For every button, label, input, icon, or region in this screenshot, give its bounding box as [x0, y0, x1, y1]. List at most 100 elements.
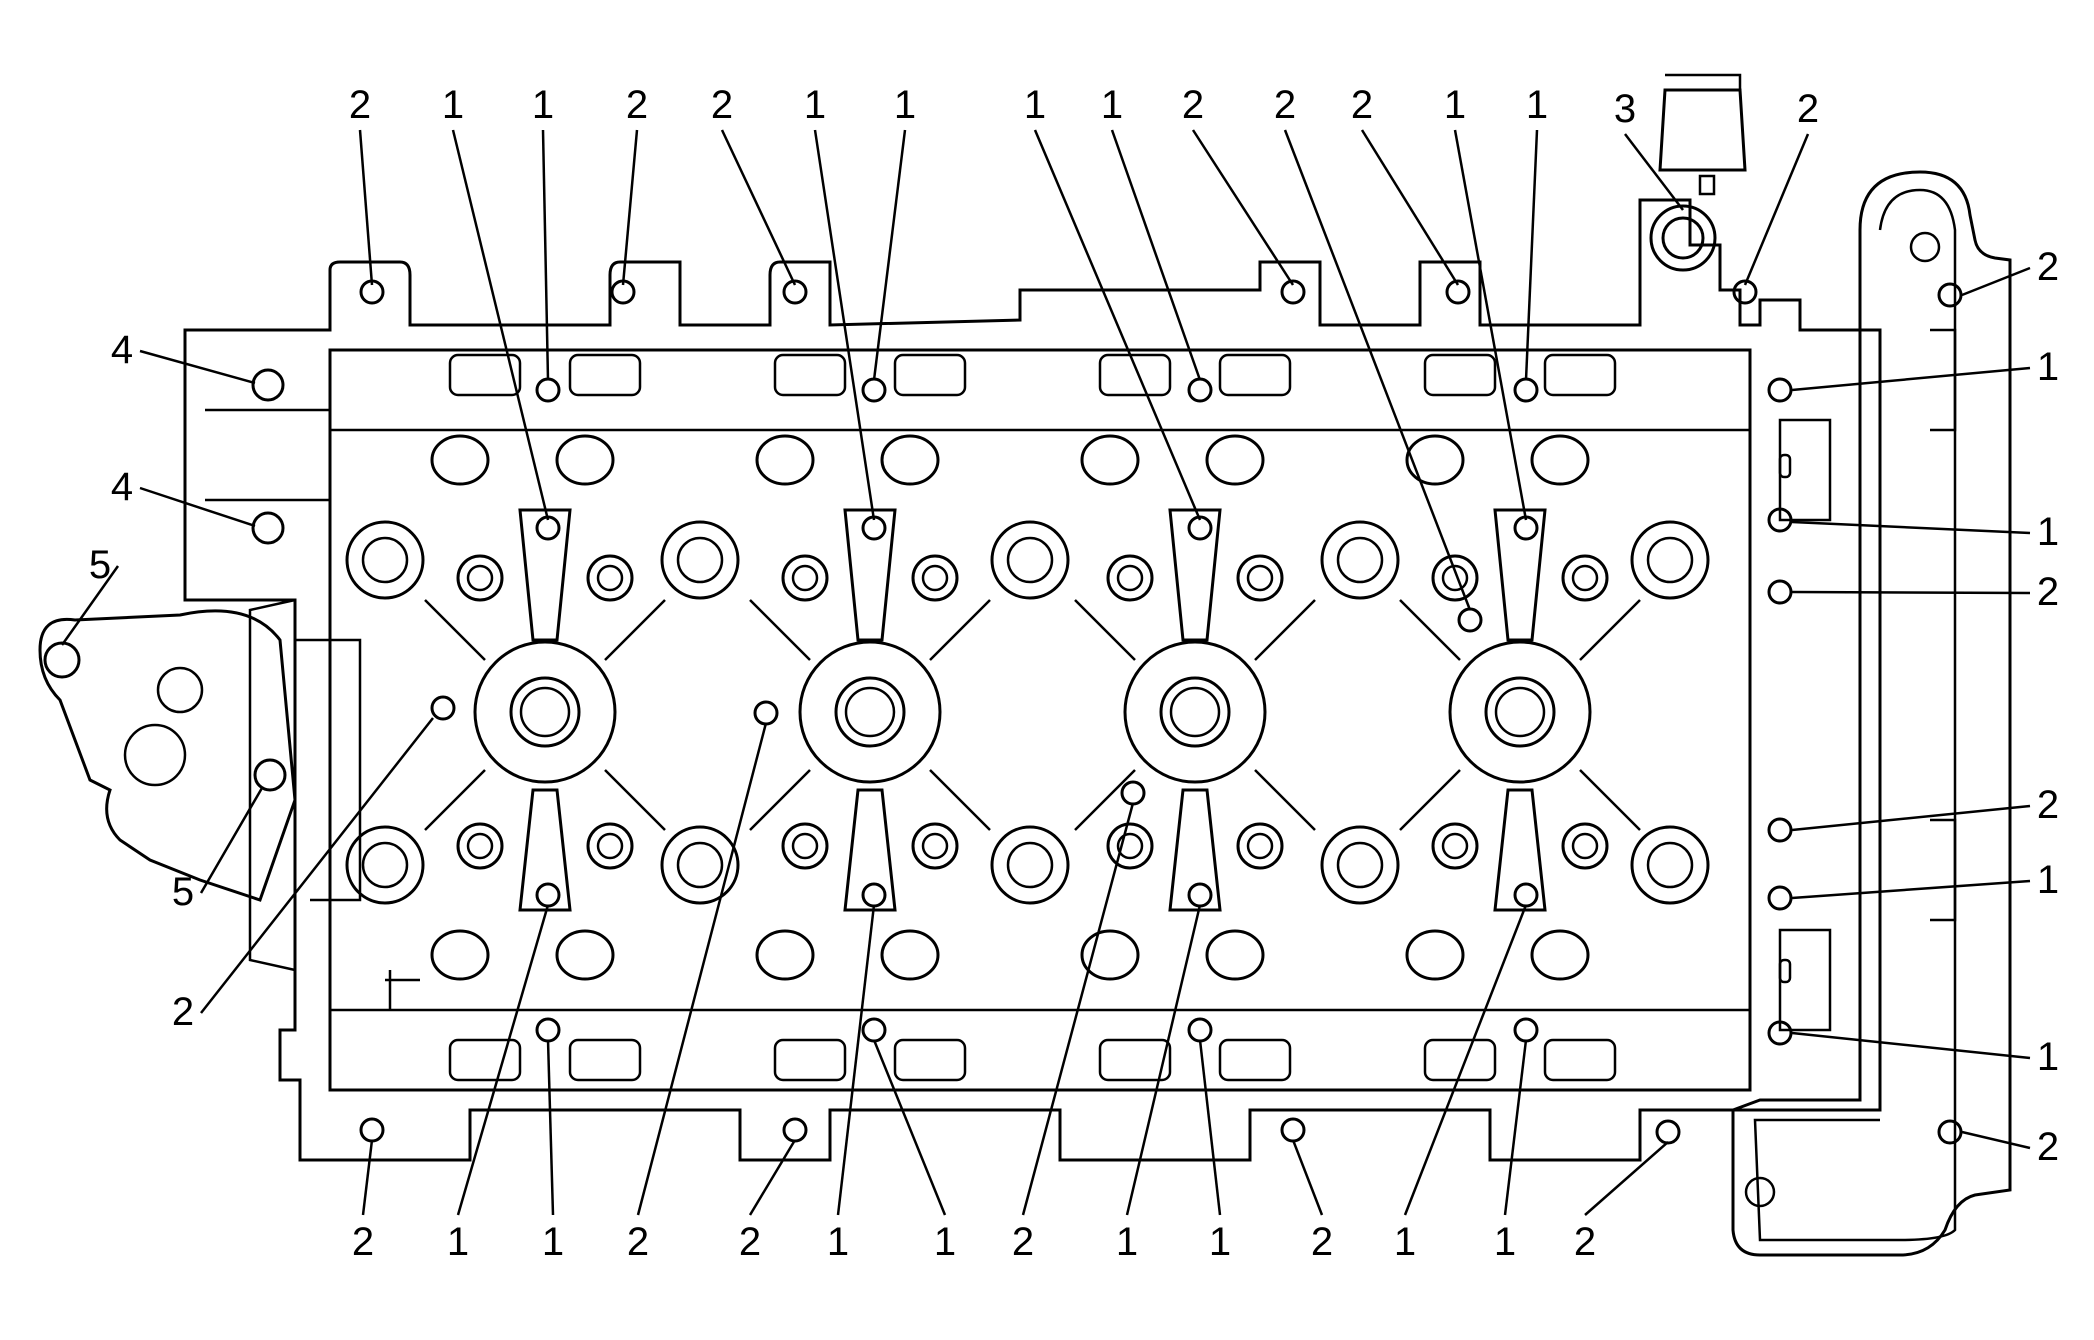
- cover-bolt: [1767, 579, 1793, 605]
- upper-boss: [1405, 434, 1465, 486]
- upper-boss: [755, 434, 815, 486]
- cover-bolt: [1767, 817, 1793, 843]
- valve-stem-upper: [791, 564, 819, 592]
- callout-number: 4: [111, 328, 133, 372]
- valve-spring-lower: [1431, 822, 1479, 870]
- callout-number: 1: [1209, 1220, 1231, 1264]
- spark-plug-tower: [473, 640, 617, 784]
- leader-line: [1453, 129, 1528, 521]
- upper-boss: [1530, 434, 1590, 486]
- valve-spring-lower: [586, 822, 634, 870]
- leader-line: [1791, 366, 2031, 392]
- leader-line: [1110, 129, 1202, 381]
- cam-journal-upper-bore: [1646, 536, 1694, 584]
- upper-boss: [555, 434, 615, 486]
- exhaust-port: [1098, 1038, 1172, 1082]
- spark-plug-bore: [1484, 676, 1556, 748]
- cam-journal-upper: [1630, 520, 1710, 600]
- valve-stem-lower: [1246, 832, 1274, 860]
- leader-line: [1791, 879, 2031, 900]
- lower-boss: [1080, 929, 1140, 981]
- callout-number: 1: [1394, 1220, 1416, 1264]
- callout-number: 1: [894, 83, 916, 127]
- leader-lines: [60, 129, 2031, 1216]
- valve-spring-upper: [1236, 554, 1284, 602]
- callout-number: 2: [1351, 83, 1373, 127]
- upper-boss: [430, 434, 490, 486]
- valve-spring-lower: [1236, 822, 1284, 870]
- callout-number: 2: [2037, 783, 2059, 827]
- spark-plug-bore: [834, 676, 906, 748]
- front-cover-bolt: [1767, 885, 1793, 911]
- leader-line: [813, 129, 876, 521]
- leader-line: [1791, 590, 2031, 595]
- cam-journal-lower-bore: [1336, 841, 1384, 889]
- cam-journal-lower-bore: [361, 841, 409, 889]
- spark-plug-bore-inner: [519, 686, 571, 738]
- tower-arms: [749, 599, 991, 831]
- leader-line: [1503, 1039, 1528, 1216]
- cam-journal-lower-bore: [1006, 841, 1054, 889]
- valve-spring-lower: [1106, 822, 1154, 870]
- valve-stem-upper: [921, 564, 949, 592]
- leader-line: [1961, 1130, 2031, 1150]
- exhaust-port: [1543, 1038, 1617, 1082]
- leader-line: [1198, 1039, 1222, 1216]
- leader-line: [541, 129, 550, 381]
- side-flange: [38, 609, 362, 902]
- cover-bolt: [359, 1117, 385, 1143]
- exhaust-port: [773, 1038, 847, 1082]
- cam-journal-upper: [345, 520, 425, 600]
- spark-plug-bore-inner: [1169, 686, 1221, 738]
- valve-spring-lower: [1561, 822, 1609, 870]
- leader-line: [358, 129, 374, 286]
- valve-stem-lower: [921, 832, 949, 860]
- intake-port: [1218, 353, 1292, 397]
- cam-cap-bolt: [861, 515, 887, 541]
- valve-stem-upper: [1116, 564, 1144, 592]
- leader-line: [1191, 129, 1295, 286]
- callout-number: 2: [1311, 1220, 1333, 1264]
- callout-number: 3: [1614, 87, 1636, 131]
- callout-number: 2: [2037, 570, 2059, 614]
- spark-plug-tower: [1123, 640, 1267, 784]
- intake-port: [448, 353, 522, 397]
- leader-line: [1403, 904, 1528, 1216]
- valve-spring-lower: [456, 822, 504, 870]
- spark-plug-tower: [798, 640, 942, 784]
- cam-cap-bolt: [861, 377, 887, 403]
- cam-journal-upper: [990, 520, 1070, 600]
- valve-spring-lower: [781, 822, 829, 870]
- intake-port: [773, 353, 847, 397]
- stud-bolt: [251, 511, 285, 545]
- leader-line: [200, 717, 434, 1014]
- leader-line: [621, 129, 639, 286]
- cam-journal-upper: [660, 520, 740, 600]
- lower-boss: [755, 929, 815, 981]
- callout-number: 2: [1274, 83, 1296, 127]
- leader-line: [836, 904, 876, 1216]
- valve-stem-lower: [596, 832, 624, 860]
- exhaust-port: [893, 1038, 967, 1082]
- leader-line: [1791, 804, 2031, 832]
- callout-number: 1: [1494, 1220, 1516, 1264]
- lower-boss: [1530, 929, 1590, 981]
- cover-bolt: [1280, 279, 1306, 305]
- tower-spoke-lower: [1168, 788, 1222, 912]
- cam-cap-bolt: [1513, 377, 1539, 403]
- cam-journal-upper-bore: [1006, 536, 1054, 584]
- leader-line: [1283, 129, 1472, 611]
- callout-number: 1: [804, 83, 826, 127]
- sensor-connector: [1649, 73, 1747, 272]
- callout-number: 1: [1526, 83, 1548, 127]
- valve-stem-lower: [791, 832, 819, 860]
- callout-number: 1: [827, 1220, 849, 1264]
- valve-stem-upper: [1571, 564, 1599, 592]
- callout-number: 1: [1116, 1220, 1138, 1264]
- spark-plug-bore: [509, 676, 581, 748]
- tower-arms: [1074, 599, 1316, 831]
- upper-boss: [880, 434, 940, 486]
- leader-line: [451, 129, 550, 521]
- front-cover-bolt: [1767, 507, 1793, 533]
